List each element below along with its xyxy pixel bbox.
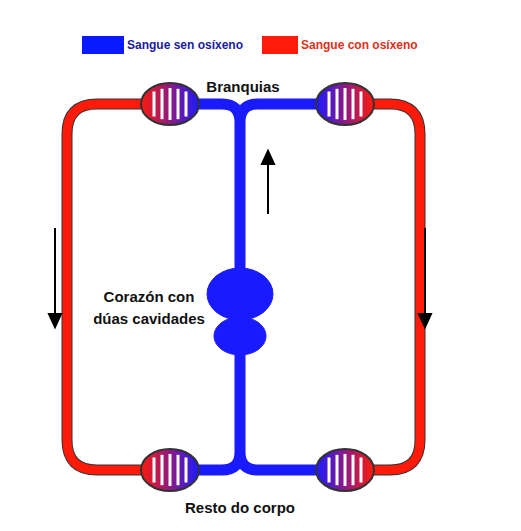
legend-text: Sangue con osíxeno (301, 38, 418, 52)
organ-label: Resto do corpo (140, 497, 340, 519)
heart-label: Corazón con dúas cavidades (88, 286, 210, 330)
legend-swatch (82, 36, 124, 54)
legend-text: Sangue sen osíxeno (127, 38, 243, 52)
legend-swatch (262, 36, 298, 54)
organ-label: Branquias (173, 76, 313, 98)
